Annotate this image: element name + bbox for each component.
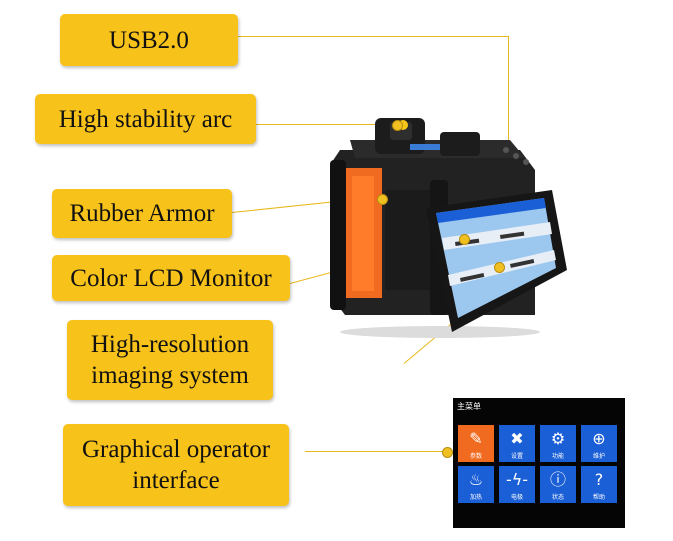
menu-tile-label: 设置 <box>510 453 523 460</box>
callout-usb: USB2.0 <box>60 14 238 66</box>
menu-tile-label: 状态 <box>551 494 564 501</box>
callout-armor: Rubber Armor <box>52 189 232 238</box>
toolbox-icon: ⊕ <box>592 429 606 448</box>
gears-icon: ⚙ <box>550 429 566 448</box>
menu-tile-label: 参数 <box>469 453 482 460</box>
leader-gui <box>305 451 445 452</box>
menu-tile-label: 加热 <box>469 494 482 501</box>
pointer-dot-gui <box>442 447 453 458</box>
leader-usb-v <box>508 36 509 148</box>
help-icon: ? <box>594 470 604 489</box>
status-icon: ⓘ <box>549 470 566 489</box>
menu-tile-electrode[interactable]: -ϟ- 电极 <box>499 466 535 503</box>
menu-tile-label: 电极 <box>510 494 523 501</box>
menu-tile-functions[interactable]: ⚙ 功能 <box>540 425 576 462</box>
fusion-splicer-drawing <box>330 118 567 338</box>
menu-title: 主菜单 <box>457 402 481 411</box>
menu-tile-settings[interactable]: ✖ 设置 <box>499 425 535 462</box>
pointer-dot-imaging <box>494 262 505 273</box>
pointer-dot-armor <box>377 194 388 205</box>
leader-usb-h <box>238 36 508 37</box>
callout-lcd: Color LCD Monitor <box>52 255 290 301</box>
menu-tile-label: 维护 <box>592 453 605 460</box>
electrode-icon: -ϟ- <box>505 470 529 489</box>
leader-arc <box>256 124 396 125</box>
menu-tile-parameters[interactable]: ✎ 参数 <box>458 425 494 462</box>
callout-imaging: High-resolution imaging system <box>67 320 273 400</box>
menu-tile-label: 帮助 <box>592 494 605 501</box>
menu-tile-label: 功能 <box>551 453 564 460</box>
menu-tile-heating[interactable]: ♨ 加热 <box>458 466 494 503</box>
tools-icon: ✖ <box>510 429 524 448</box>
document-edit-icon: ✎ <box>469 429 483 448</box>
main-menu-screen: 主菜单 ✎ 参数 ✖ 设置 ⚙ 功能 ⊕ 维护 ♨ 加热 -ϟ- 电极 ⓘ 状态… <box>453 398 625 528</box>
menu-tile-help[interactable]: ? 帮助 <box>581 466 617 503</box>
callout-arc: High stability arc <box>35 94 256 144</box>
pointer-dot-arc <box>392 120 403 131</box>
menu-tile-maintenance[interactable]: ⊕ 维护 <box>581 425 617 462</box>
menu-tile-status[interactable]: ⓘ 状态 <box>540 466 576 503</box>
fusion-splicer-image <box>330 110 580 340</box>
callout-gui: Graphical operator interface <box>63 424 289 506</box>
heat-icon: ♨ <box>468 470 484 489</box>
pointer-dot-lcd <box>459 234 470 245</box>
